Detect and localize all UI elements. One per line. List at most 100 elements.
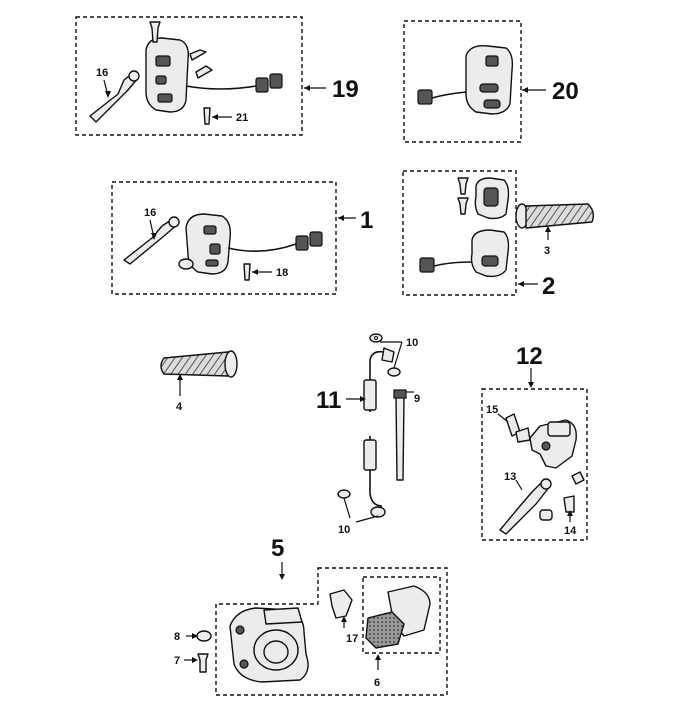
mount-hole xyxy=(235,625,245,635)
callout-10-top: 10 xyxy=(406,337,418,349)
banjo-bolt-head xyxy=(393,389,407,399)
leader-arrow xyxy=(192,657,198,663)
handlebar-grip-part-3: 3 xyxy=(515,203,595,257)
switch-button xyxy=(483,187,499,207)
switch-button xyxy=(155,55,171,67)
switch-button xyxy=(209,243,221,255)
leader-arrow xyxy=(375,654,381,660)
callout-12: 12 xyxy=(516,343,543,370)
washer-part-8 xyxy=(196,630,212,642)
grip-flange xyxy=(224,350,238,378)
leader-arrow xyxy=(304,85,310,91)
pad-spring-part-17 xyxy=(329,589,353,619)
grommet xyxy=(178,258,194,270)
leader-arrow xyxy=(360,396,366,402)
callout-6: 6 xyxy=(374,677,380,689)
group-box-12 xyxy=(481,388,588,541)
screw xyxy=(149,21,161,43)
leader-arrow xyxy=(177,374,183,380)
leader-arrow xyxy=(212,114,218,120)
group-box-19 xyxy=(75,16,303,136)
group-box-1 xyxy=(111,181,337,295)
assembly-19-left-switch-kit: 16 21 19 xyxy=(75,16,359,136)
screw xyxy=(571,471,585,485)
grip-body xyxy=(525,203,595,229)
leader-arrow xyxy=(528,382,534,388)
switch-button xyxy=(205,259,219,267)
group-box-5 xyxy=(215,567,448,696)
switch-cable-1 xyxy=(227,243,297,252)
switch-button xyxy=(203,225,217,235)
assembly-20-right-switch: 20 xyxy=(403,20,579,143)
clamp-bracket xyxy=(515,427,531,443)
leader-line-15 xyxy=(497,413,509,423)
banjo-bolt-part-9 xyxy=(395,395,405,481)
switch-button xyxy=(155,75,167,85)
cable-connector xyxy=(419,257,435,273)
assembly-2-right-switch: 2 xyxy=(402,170,555,300)
switch-cable-20 xyxy=(431,91,467,99)
switch-cable-top xyxy=(185,85,257,90)
callout-4: 4 xyxy=(176,401,183,413)
callout-16: 16 xyxy=(144,207,156,219)
screw xyxy=(457,197,469,215)
switch-button xyxy=(481,255,499,267)
washer-part-10 xyxy=(387,367,401,377)
switch-housing-20 xyxy=(465,45,514,115)
assembly-5-brake-caliper: 5 8 7 17 6 xyxy=(174,535,448,696)
cable-connector xyxy=(295,235,309,251)
switch-button xyxy=(485,55,499,67)
leader-arrow xyxy=(252,269,258,275)
callout-16-top: 16 xyxy=(96,67,108,79)
leader-arrow xyxy=(105,91,111,98)
callout-1: 1 xyxy=(360,207,373,234)
cable-connector xyxy=(417,89,433,105)
switch-housing-1 xyxy=(185,213,232,275)
leader-line-10 xyxy=(355,515,379,523)
callout-11: 11 xyxy=(316,387,341,414)
brake-switch-part-14 xyxy=(563,495,575,513)
callout-17: 17 xyxy=(346,633,358,645)
callout-3: 3 xyxy=(544,245,550,257)
cable-connector xyxy=(269,73,283,89)
callout-8: 8 xyxy=(174,631,180,643)
lever-pivot xyxy=(128,70,140,82)
leader-arrow xyxy=(192,633,198,639)
leader-arrow xyxy=(522,87,528,93)
rubber-boot xyxy=(539,509,553,521)
mount-hole xyxy=(239,659,249,669)
group-box-2 xyxy=(402,170,517,296)
callout-7: 7 xyxy=(174,655,180,667)
hose-fitting xyxy=(363,379,377,411)
caliper-mount xyxy=(263,607,303,625)
assembly-12-master-cylinder: 12 15 13 14 xyxy=(481,343,588,541)
hose-banjo xyxy=(381,347,395,363)
brake-pad-friction xyxy=(365,611,405,649)
callout-18: 18 xyxy=(276,267,288,279)
cable-connector xyxy=(255,77,269,93)
handlebar-grip-part-4: 4 xyxy=(160,350,238,413)
washer-hole xyxy=(374,336,378,340)
switch-button xyxy=(157,93,173,103)
caliper-piston-inner xyxy=(263,640,289,664)
leader-arrow xyxy=(338,215,344,221)
washer-part-10 xyxy=(337,489,351,499)
leader-line-10 xyxy=(393,341,403,369)
bolt-part-7 xyxy=(197,653,209,673)
reservoir-cap xyxy=(547,421,571,437)
cable-connector xyxy=(309,231,323,247)
leader-arrow xyxy=(341,616,347,622)
leader-arrow xyxy=(151,233,157,240)
lever-pivot xyxy=(540,478,552,490)
callout-9: 9 xyxy=(414,393,420,405)
switch-button xyxy=(479,83,499,93)
lever-pivot xyxy=(168,216,180,228)
screw xyxy=(189,49,207,61)
leader-arrow xyxy=(518,281,524,287)
switch-cable-2 xyxy=(433,261,473,267)
washer-part-10 xyxy=(370,506,386,518)
callout-10-bottom: 10 xyxy=(338,524,350,536)
callout-14: 14 xyxy=(564,525,577,537)
brake-hose-assembly-11: 10 9 11 10 xyxy=(316,333,420,536)
